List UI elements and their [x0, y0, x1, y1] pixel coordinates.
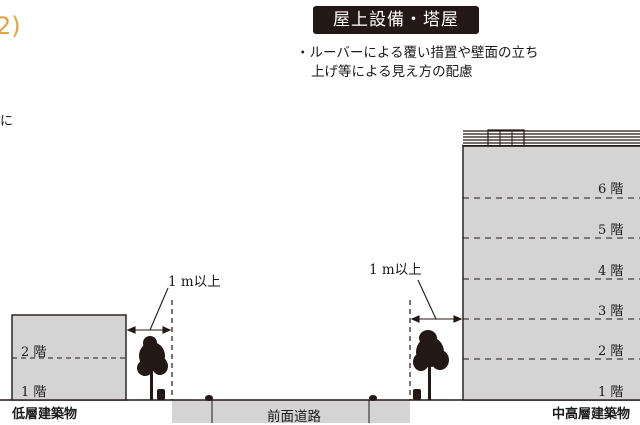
street-label: 前面道路	[267, 409, 321, 425]
rooftop-equipment-badge: 屋上設備・塔屋	[313, 6, 479, 34]
rooftop-note-line-2: 上げ等による見え方の配慮	[311, 64, 473, 80]
tree-left	[137, 336, 168, 400]
section-number-fragment: 2)	[0, 12, 21, 40]
rooftop-louver	[463, 129, 640, 147]
tall-building	[462, 144, 640, 401]
road-surface	[172, 400, 410, 423]
rooftop-note: ・ルーバーによる覆い措置や壁面の立ち 上げ等による見え方の配慮	[296, 44, 626, 82]
tall-building-floor-5: 5 階	[598, 223, 624, 238]
tall-building-floor-4: 4 階	[598, 264, 624, 279]
ground-shrubs	[157, 389, 421, 401]
right-setback-arrow	[410, 279, 463, 323]
rooftop-note-line-1: ・ルーバーによる覆い措置や壁面の立ち	[296, 45, 539, 61]
left-setback-arrow	[126, 287, 172, 334]
tall-building-floor-lines	[463, 197, 640, 360]
right-setback-label: 1 m以上	[369, 262, 422, 278]
tall-building-floor-1: 1 階	[598, 385, 624, 400]
tall-building-floor-3: 3 階	[598, 304, 624, 319]
low-building-label: 低層建築物	[12, 407, 78, 422]
tall-building-floor-6: 6 階	[598, 182, 624, 197]
low-building-floor-1: 1 階	[21, 385, 47, 400]
tree-right	[413, 330, 449, 400]
tall-building-floor-2: 2 階	[598, 344, 624, 359]
cropped-text-fragment: に	[0, 114, 14, 129]
left-setback-label: 1 m以上	[168, 274, 221, 290]
tall-building-label: 中高層建築物	[552, 407, 631, 422]
low-building-floor-2: 2 階	[21, 345, 47, 360]
